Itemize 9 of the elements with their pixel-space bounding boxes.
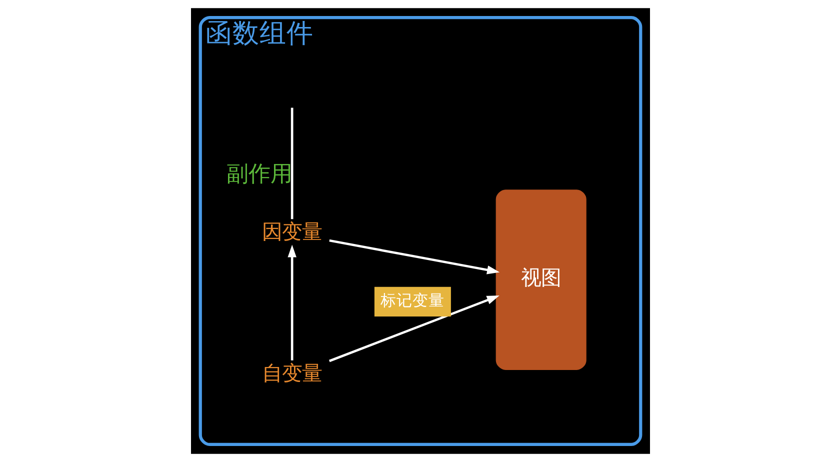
connector bbox=[290, 108, 293, 220]
node-box: 视图 bbox=[495, 190, 586, 370]
edge-label: 标记变量 bbox=[380, 292, 444, 310]
arrow bbox=[328, 239, 500, 274]
node-text: 因变量 bbox=[262, 220, 322, 244]
node-text: 自变量 bbox=[262, 360, 322, 385]
arrow bbox=[287, 244, 296, 360]
edge-label: 副作用 bbox=[226, 162, 292, 187]
arrow bbox=[328, 296, 499, 362]
